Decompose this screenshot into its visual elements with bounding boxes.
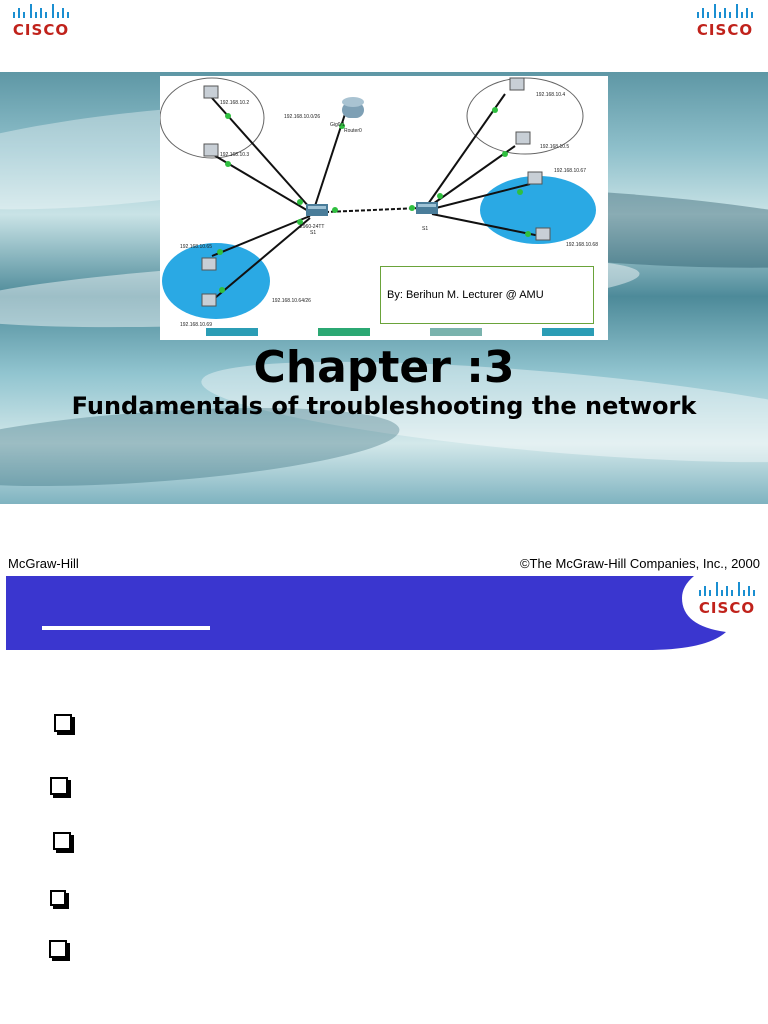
- switch-name-label: S1: [310, 230, 316, 236]
- switch-name-label: S1: [422, 226, 428, 232]
- author-text: By: Berihun M. Lecturer @ AMU: [387, 289, 544, 301]
- router-icon: [342, 97, 364, 118]
- cisco-bars-icon: [697, 4, 753, 18]
- cisco-wordmark: CISCO: [696, 21, 754, 39]
- pc-icon: [527, 171, 543, 185]
- bullet-checkbox-icon: [54, 714, 72, 732]
- ip-label: 192.168.10.69: [180, 322, 212, 328]
- cisco-logo-top-right: CISCO: [690, 2, 760, 42]
- slide-title: Chapter :3: [253, 342, 515, 393]
- bullet-checkbox-icon: [53, 832, 71, 850]
- ip-label: 192.168.10.2: [220, 100, 249, 106]
- bullet-checkbox-icon: [50, 777, 68, 795]
- ip-label: 192.168.10.0/26: [284, 114, 320, 120]
- author-box: By: Berihun M. Lecturer @ AMU: [380, 266, 594, 324]
- cisco-wordmark: CISCO: [698, 599, 756, 617]
- ip-label: 192.168.10.68: [566, 242, 598, 248]
- pc-icon: [203, 143, 219, 157]
- footer-publisher: McGraw-Hill: [8, 556, 79, 571]
- network-topology-diagram: 192.168.10.2 192.168.10.3 192.168.10.0/2…: [160, 76, 608, 340]
- ip-label: 192.168.10.64/26: [272, 298, 311, 304]
- subnet-ellipse: [162, 243, 270, 319]
- pc-icon: [515, 131, 531, 145]
- switch-icon: [306, 204, 328, 216]
- pc-icon: [201, 293, 217, 307]
- bullet-checkbox-icon: [50, 890, 66, 906]
- cisco-logo-band: CISCO: [692, 580, 762, 620]
- router-name-label: Router0: [344, 128, 362, 134]
- ip-label: 192.168.10.5: [540, 144, 569, 150]
- subnet-ellipse: [480, 176, 596, 244]
- pc-icon: [535, 227, 551, 241]
- pc-icon: [203, 85, 219, 99]
- slide-header-band: [6, 576, 766, 650]
- bullet-checkbox-icon: [49, 940, 67, 958]
- ip-label: 192.168.10.67: [554, 168, 586, 174]
- footer-copyright: ©The McGraw-Hill Companies, Inc., 2000: [519, 556, 760, 571]
- switch-model-label: 2960-24TT: [300, 224, 324, 230]
- slide-subtitle: Fundamentals of troubleshooting the netw…: [71, 392, 697, 420]
- cisco-wordmark: CISCO: [12, 21, 70, 39]
- switch-icon: [416, 202, 438, 214]
- router-port-label: Gig0/1: [330, 122, 345, 128]
- pc-group-ellipse: [466, 77, 584, 155]
- pc-icon: [509, 77, 525, 91]
- ip-label: 192.168.10.65: [180, 244, 212, 250]
- ip-label: 192.168.10.3: [220, 152, 249, 158]
- ip-label: 192.168.10.4: [536, 92, 565, 98]
- pc-icon: [201, 257, 217, 271]
- cisco-bars-icon: [13, 4, 69, 18]
- cisco-bars-icon: [699, 582, 755, 596]
- pc-group-ellipse: [160, 77, 265, 159]
- cisco-logo-top-left: CISCO: [6, 2, 76, 42]
